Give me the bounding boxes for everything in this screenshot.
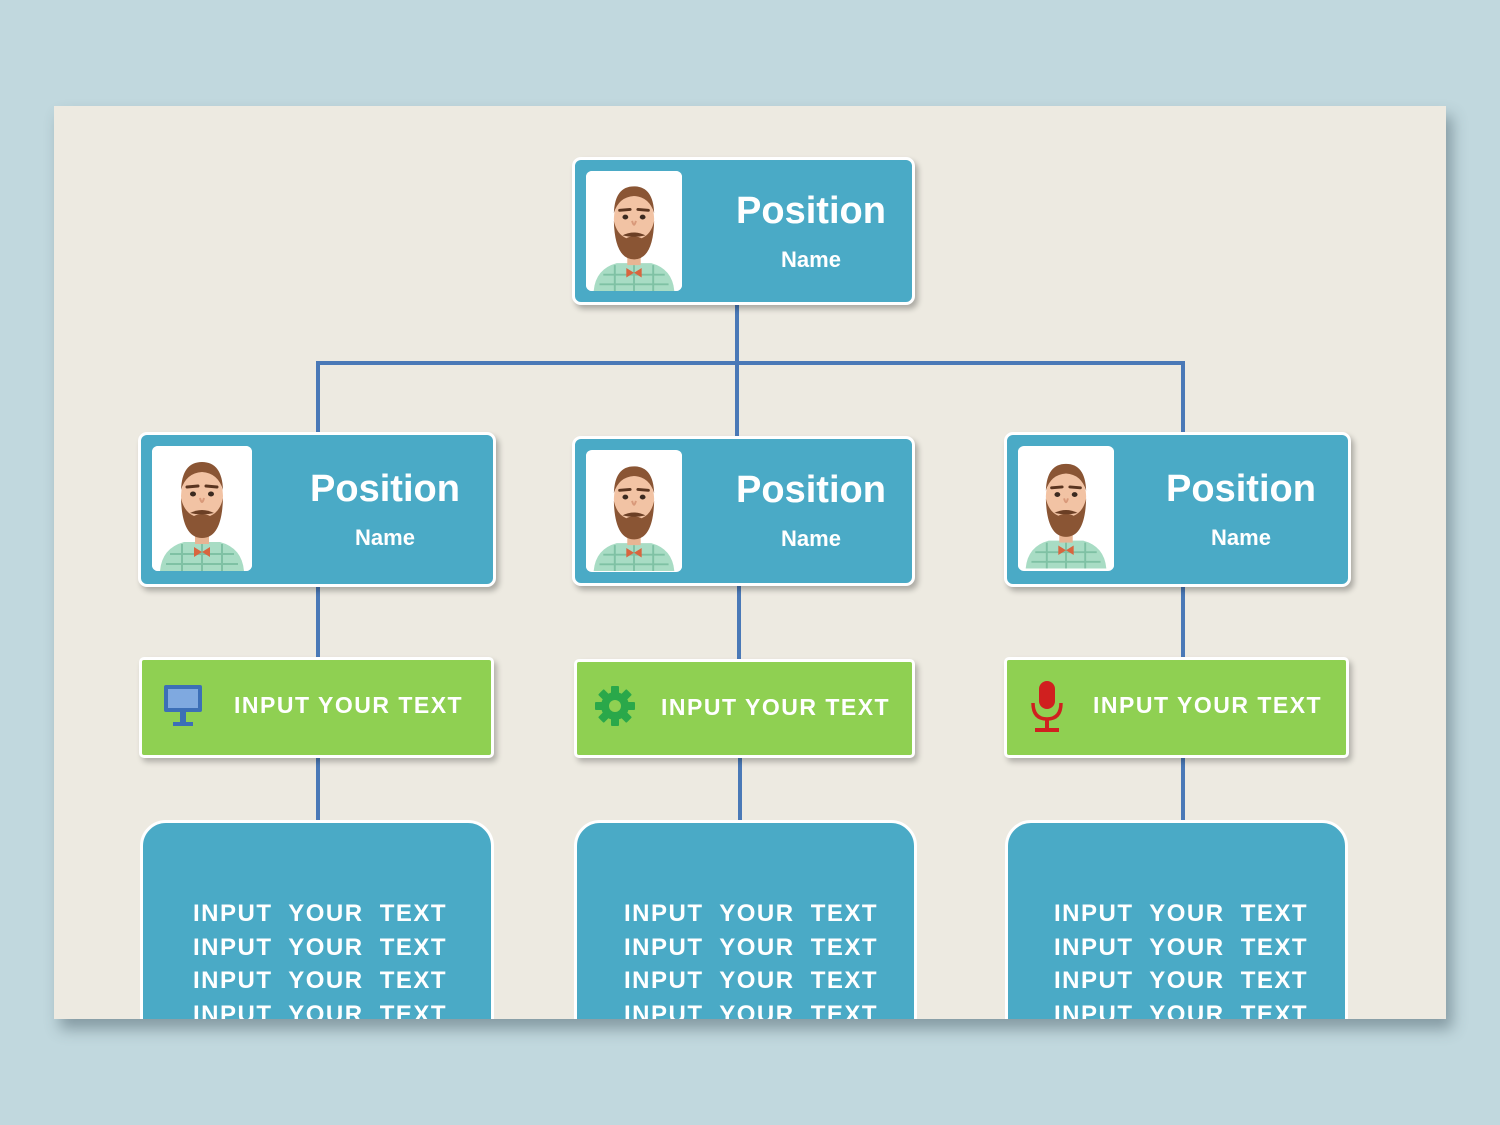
detail-text-list: INPUT YOUR TEXT INPUT YOUR TEXT INPUT YO…	[193, 897, 447, 1019]
position-title: Position	[736, 190, 886, 232]
detail-text-line: INPUT YOUR TEXT	[624, 933, 879, 961]
avatar-portrait	[586, 450, 682, 572]
position-title: Position	[310, 468, 460, 510]
position-name: Name	[355, 525, 415, 550]
top-position-card[interactable]: Position Name	[572, 157, 915, 305]
detail-text-line: INPUT YOUR TEXT	[193, 933, 448, 961]
org-chart-slide: Position Name Position Name Position Nam…	[54, 106, 1446, 1019]
detail-text-line: INPUT YOUR TEXT	[1054, 967, 1309, 994]
monitor-icon	[164, 685, 202, 726]
detail-text-line: INPUT YOUR TEXT	[1054, 933, 1309, 961]
detail-box-3[interactable]: INPUT YOUR TEXT INPUT YOUR TEXT INPUT YO…	[1005, 820, 1348, 1019]
microphone-icon	[1031, 681, 1063, 732]
detail-text-line: INPUT YOUR TEXT	[624, 900, 879, 927]
avatar-portrait	[152, 446, 252, 571]
green-label-box-1[interactable]: INPUT YOUR TEXT	[139, 657, 494, 758]
connector-lines	[316, 304, 1185, 823]
detail-text-line: INPUT YOUR TEXT	[624, 1000, 879, 1020]
avatar-illustration	[586, 450, 682, 572]
detail-text-line: INPUT YOUR TEXT	[193, 967, 448, 994]
position-title: Position	[736, 469, 886, 511]
avatar-illustration	[586, 171, 682, 291]
green-label-box-3[interactable]: INPUT YOUR TEXT	[1004, 657, 1349, 758]
position-name: Name	[781, 526, 841, 551]
green-label-text: INPUT YOUR TEXT	[1093, 692, 1323, 718]
green-label-text: INPUT YOUR TEXT	[234, 692, 464, 718]
avatar-portrait	[1018, 446, 1114, 571]
position-card-2[interactable]: Position Name	[572, 436, 915, 586]
avatar-illustration	[1018, 446, 1114, 571]
detail-text-list: INPUT YOUR TEXT INPUT YOUR TEXT INPUT YO…	[624, 897, 878, 1019]
position-title: Position	[1166, 468, 1316, 510]
detail-box-1[interactable]: INPUT YOUR TEXT INPUT YOUR TEXT INPUT YO…	[140, 820, 494, 1019]
detail-text-list: INPUT YOUR TEXT INPUT YOUR TEXT INPUT YO…	[1054, 897, 1308, 1019]
position-name: Name	[1211, 525, 1271, 550]
green-label-box-2[interactable]: INPUT YOUR TEXT	[574, 659, 915, 758]
detail-text-line: INPUT YOUR TEXT	[1054, 900, 1309, 927]
position-name: Name	[781, 247, 841, 272]
detail-text-line: INPUT YOUR TEXT	[624, 967, 879, 994]
avatar-illustration	[152, 446, 252, 571]
detail-box-2[interactable]: INPUT YOUR TEXT INPUT YOUR TEXT INPUT YO…	[574, 820, 917, 1019]
detail-text-line: INPUT YOUR TEXT	[1054, 1000, 1309, 1020]
gear-icon	[595, 686, 635, 726]
position-card-3[interactable]: Position Name	[1004, 432, 1351, 587]
detail-text-line: INPUT YOUR TEXT	[193, 900, 448, 927]
detail-text-line: INPUT YOUR TEXT	[193, 1000, 448, 1020]
avatar-portrait	[586, 171, 682, 291]
green-label-text: INPUT YOUR TEXT	[661, 694, 891, 720]
position-card-1[interactable]: Position Name	[138, 432, 496, 587]
